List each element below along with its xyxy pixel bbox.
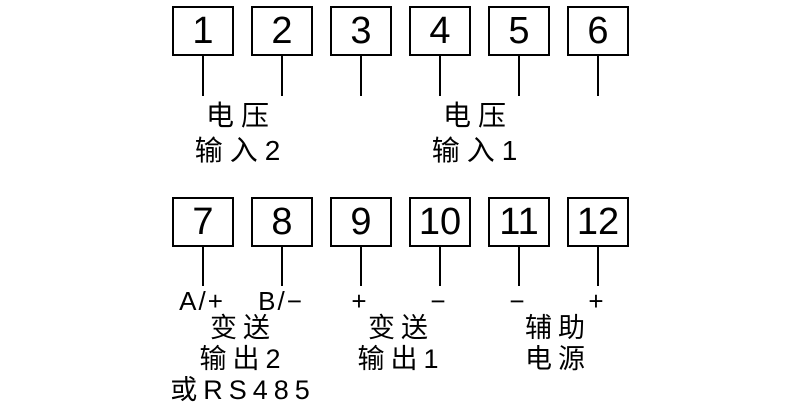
terminal-lead-line-1 <box>202 56 204 96</box>
terminal-box-7: 7 <box>172 197 234 247</box>
terminal-number: 4 <box>429 10 451 52</box>
terminal-lead-line-4 <box>439 56 441 96</box>
group-label-voltage-input-2: 电压 输入2 <box>81 98 401 168</box>
terminal-number: 11 <box>499 201 539 243</box>
terminal-box-11: 11 <box>488 197 550 247</box>
group-label-line: 电压 <box>205 100 276 131</box>
terminal-box-2: 2 <box>251 6 313 56</box>
group-label-line: 输入1 <box>431 135 525 166</box>
terminal-number: 9 <box>350 201 372 243</box>
terminal-number: 7 <box>192 201 214 243</box>
terminal-number: 5 <box>508 10 530 52</box>
polarity-label-7: A/+ <box>179 286 225 316</box>
group-label-line: 电压 <box>442 100 513 131</box>
group-label-line: 输入2 <box>194 135 288 166</box>
polarity-label-8: B/− <box>258 286 304 316</box>
terminal-number: 6 <box>587 10 609 52</box>
group-label-line: 或RS485 <box>170 375 316 405</box>
terminal-box-6: 6 <box>567 6 629 56</box>
terminal-lead-line-5 <box>518 56 520 96</box>
terminal-lead-line-9 <box>360 247 362 286</box>
terminal-lead-line-11 <box>518 247 520 286</box>
terminal-box-3: 3 <box>330 6 392 56</box>
group-label-line: 变送 <box>210 313 276 343</box>
polarity-label-12: + <box>588 286 606 316</box>
terminal-number: 3 <box>350 10 372 52</box>
terminal-lead-line-3 <box>360 56 362 96</box>
terminal-lead-line-6 <box>597 56 599 96</box>
group-label-transmit-output-2-rs485: 变送 输出2 或RS485 <box>83 313 403 406</box>
terminal-number: 10 <box>418 201 462 243</box>
group-label-voltage-input-1: 电压 输入1 <box>318 98 638 168</box>
terminal-number: 1 <box>192 10 214 52</box>
polarity-label-9: + <box>351 286 369 316</box>
polarity-label-10: − <box>430 286 448 316</box>
group-label-auxiliary-power: 辅助 电源 <box>398 313 718 375</box>
terminal-lead-line-7 <box>202 247 204 286</box>
terminal-number: 8 <box>271 201 293 243</box>
terminal-box-4: 4 <box>409 6 471 56</box>
terminal-number: 2 <box>271 10 293 52</box>
terminal-box-8: 8 <box>251 197 313 247</box>
group-label-line: 输出1 <box>357 344 445 374</box>
terminal-box-5: 5 <box>488 6 550 56</box>
terminal-lead-line-2 <box>281 56 283 96</box>
group-label-line: 变送 <box>368 313 434 343</box>
terminal-number: 12 <box>576 201 620 243</box>
group-label-line: 辅助 <box>525 313 591 343</box>
terminal-lead-line-12 <box>597 247 599 286</box>
terminal-box-10: 10 <box>409 197 471 247</box>
terminal-lead-line-10 <box>439 247 441 286</box>
terminal-box-9: 9 <box>330 197 392 247</box>
polarity-label-11: − <box>509 286 527 316</box>
terminal-lead-line-8 <box>281 247 283 286</box>
terminal-box-1: 1 <box>172 6 234 56</box>
group-label-line: 输出2 <box>199 344 287 374</box>
group-label-line: 电源 <box>525 344 591 374</box>
terminal-box-12: 12 <box>567 197 629 247</box>
group-label-transmit-output-1: 变送 输出1 <box>241 313 561 375</box>
